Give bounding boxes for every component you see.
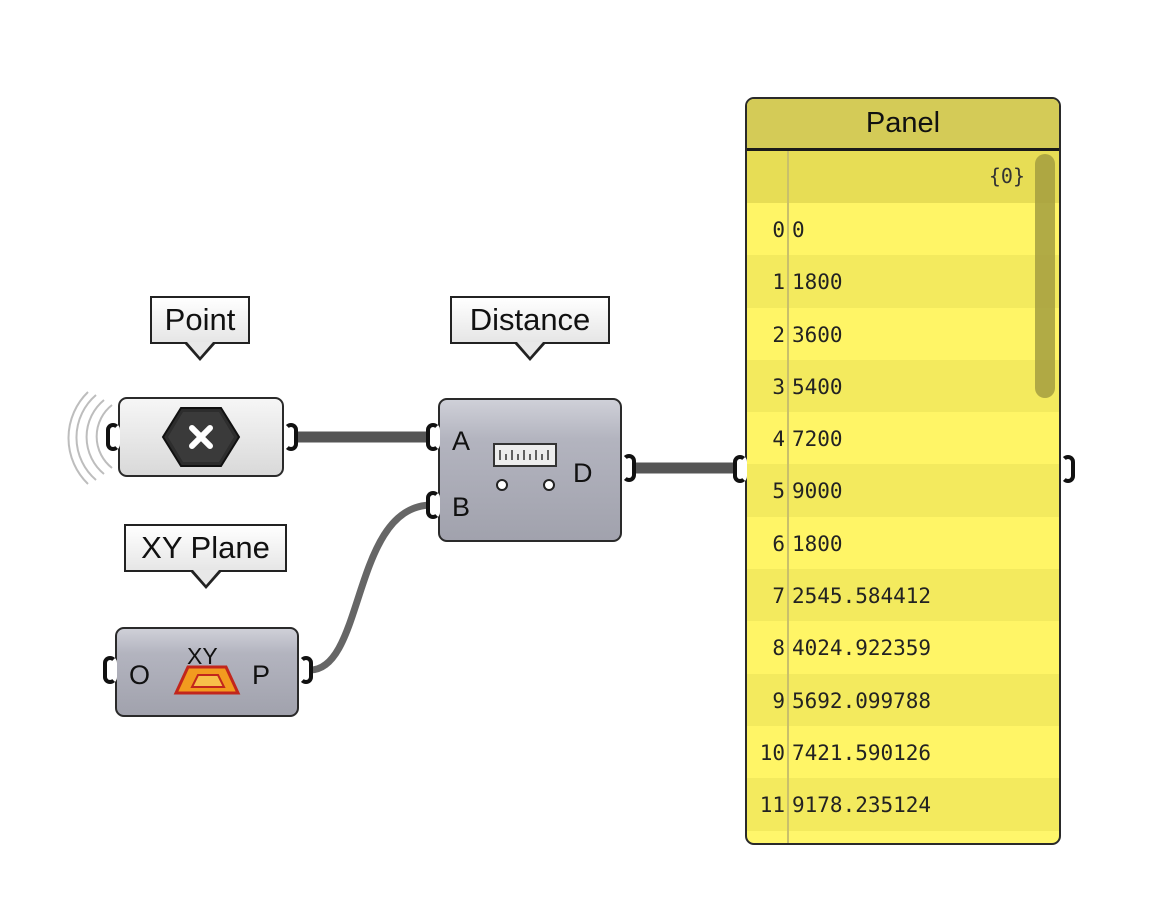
xy-plane-label: XY Plane bbox=[141, 530, 270, 565]
distance-input-a-label: A bbox=[452, 426, 471, 456]
panel-input-grip[interactable] bbox=[733, 455, 747, 483]
point-component[interactable] bbox=[118, 397, 284, 477]
panel-path-row: {0} bbox=[747, 151, 1059, 203]
xy-plane-callout: XY Plane bbox=[124, 524, 287, 589]
panel-row: 2 3600 bbox=[747, 307, 1059, 360]
panel-row-index: 11 bbox=[759, 793, 785, 818]
panel-row-index: 1 bbox=[772, 270, 785, 295]
panel-row-index: 10 bbox=[759, 740, 785, 765]
panel-row-value: 3600 bbox=[792, 322, 843, 347]
point-input-grip[interactable] bbox=[106, 423, 120, 451]
panel-output-grip[interactable] bbox=[1061, 455, 1075, 483]
panel-row: 7 2545.584412 bbox=[747, 569, 1059, 622]
panel-row-value: 9178.235124 bbox=[792, 793, 932, 818]
xy-plane-component[interactable]: O P XY bbox=[115, 627, 299, 717]
panel-row-value: 1800 bbox=[792, 531, 843, 556]
xy-plane-input-o-label: O bbox=[129, 660, 151, 690]
panel-row-value: 4024.922359 bbox=[792, 636, 932, 661]
panel-row-value: 0 bbox=[792, 218, 805, 242]
panel-header[interactable]: Panel bbox=[747, 99, 1059, 151]
panel-row: 6 1800 bbox=[747, 516, 1059, 570]
panel-row-index: 7 bbox=[772, 584, 785, 609]
panel-path-label: {0} bbox=[988, 164, 1025, 188]
panel-row-value: 7200 bbox=[792, 427, 843, 452]
point-icon bbox=[161, 407, 241, 467]
panel-row-index: 0 bbox=[772, 218, 785, 242]
distance-component[interactable]: A B D bbox=[438, 398, 622, 542]
panel-title: Panel bbox=[865, 107, 941, 139]
panel-row: 8 4024.922359 bbox=[747, 621, 1059, 674]
panel-row: 1 1800 bbox=[747, 255, 1059, 308]
distance-input-b-grip[interactable] bbox=[426, 491, 440, 519]
panel-row-index: 6 bbox=[772, 531, 785, 556]
panel-row-value: 9000 bbox=[792, 479, 843, 504]
wire-plane-to-b bbox=[309, 501, 433, 674]
panel-row: 11 9178.235124 bbox=[747, 778, 1059, 831]
xy-plane-output-p-label: P bbox=[252, 660, 271, 690]
panel-row: 9 5692.099788 bbox=[747, 673, 1059, 726]
panel-row-value: 1800 bbox=[792, 270, 843, 295]
distance-output-d-grip[interactable] bbox=[622, 454, 636, 482]
panel-row-index: 8 bbox=[772, 636, 785, 661]
panel-row-value: 5400 bbox=[792, 374, 843, 399]
panel-row-index: 3 bbox=[772, 374, 785, 399]
xy-icon-text: XY bbox=[187, 643, 218, 669]
panel-row-index: 9 bbox=[772, 688, 785, 713]
plane-icon bbox=[173, 665, 241, 695]
panel-row-value: 2545.584412 bbox=[792, 584, 932, 609]
point-callout: Point bbox=[150, 296, 250, 361]
distance-output-d-label: D bbox=[573, 458, 593, 488]
distance-label: Distance bbox=[469, 302, 591, 337]
panel-row-index: 5 bbox=[772, 479, 785, 504]
panel-row: 3 5400 bbox=[747, 359, 1059, 413]
panel-row-value: 7421.590126 bbox=[792, 740, 932, 765]
ruler-icon bbox=[493, 443, 557, 491]
panel-row: 5 9000 bbox=[747, 464, 1059, 517]
distance-input-b-label: B bbox=[452, 492, 471, 522]
distance-input-a-grip[interactable] bbox=[426, 423, 440, 451]
point-label: Point bbox=[164, 302, 236, 337]
panel-row: 10 7421.590126 bbox=[747, 725, 1059, 779]
wireless-indicator-icon bbox=[67, 391, 113, 485]
xy-plane-output-grip[interactable] bbox=[299, 656, 313, 684]
panel-row-index: 4 bbox=[772, 427, 785, 452]
distance-callout: Distance bbox=[450, 296, 610, 361]
panel-scrollbar[interactable] bbox=[1035, 154, 1055, 398]
point-output-grip[interactable] bbox=[284, 423, 298, 451]
panel-row-value: 5692.099788 bbox=[792, 688, 932, 713]
panel-index-divider bbox=[787, 151, 789, 843]
xy-plane-input-grip[interactable] bbox=[103, 656, 117, 684]
panel-row-index: 2 bbox=[772, 322, 785, 347]
panel-row: 4 7200 bbox=[747, 412, 1059, 465]
